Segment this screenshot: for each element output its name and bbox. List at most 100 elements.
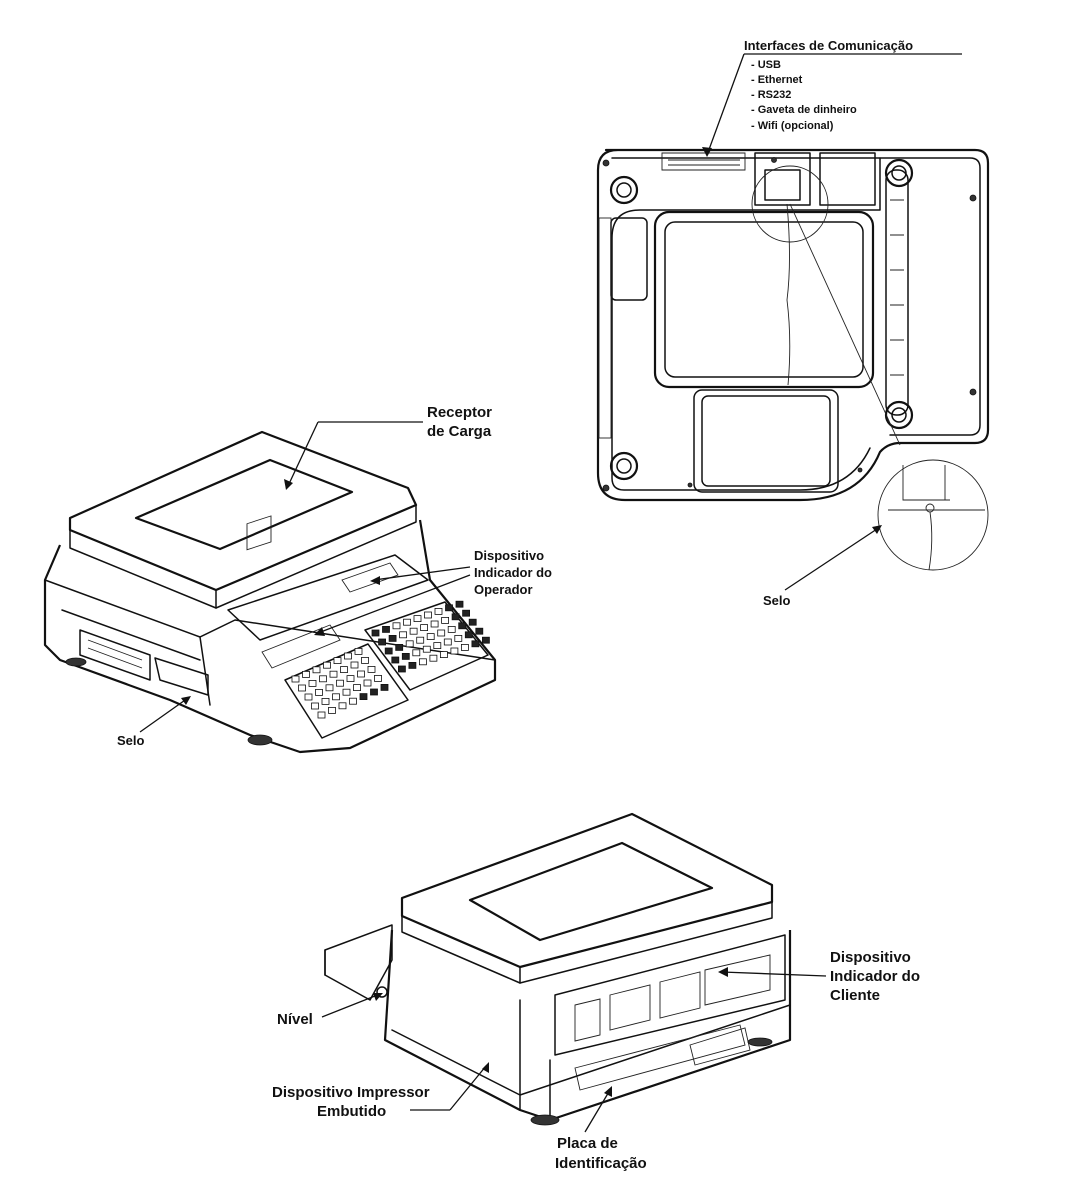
keypad-right — [364, 600, 490, 691]
keypad-key — [371, 629, 380, 637]
keypad-key — [357, 670, 365, 678]
keypad-key — [340, 666, 348, 673]
selo-front-label: Selo — [117, 733, 145, 748]
keypad-key — [418, 658, 427, 666]
keypad-key — [342, 688, 351, 696]
keypad-key — [388, 635, 397, 642]
keypad-left — [284, 643, 409, 739]
keypad-key — [455, 600, 464, 608]
keypad-key — [412, 649, 421, 657]
keypad-key — [426, 633, 435, 640]
interfaces-title: Interfaces de Comunicação — [744, 38, 913, 53]
bottom-view-drawing — [596, 148, 990, 571]
keypad-key — [462, 609, 471, 617]
keypad-key — [468, 618, 477, 626]
cliente-callout: Dispositivo Indicador do Cliente — [718, 949, 920, 1004]
selo-front-callout: Selo — [117, 696, 191, 748]
keypad-key — [333, 657, 342, 664]
keypad-key — [471, 640, 480, 648]
keypad-key — [405, 640, 414, 648]
keypad-key — [304, 693, 313, 701]
keypad-key — [315, 689, 323, 696]
keypad-key — [363, 679, 372, 687]
cliente-label-line2: Indicador do — [830, 968, 920, 985]
keypad-key — [344, 652, 352, 660]
interfaces-callout: Interfaces de Comunicação - USB - Ethern… — [702, 38, 962, 157]
keypad-key — [481, 636, 490, 644]
keypad-key — [437, 629, 446, 637]
interface-wifi: - Wifi (opcional) — [751, 120, 834, 132]
keypad-key — [329, 670, 338, 678]
operador-label-line2: Indicador do — [474, 565, 552, 580]
impressor-label-line2: Embutido — [317, 1103, 386, 1120]
keypad-key — [380, 684, 389, 691]
front-scale-drawing — [43, 430, 497, 754]
impressor-label-line1: Dispositivo Impressor — [272, 1084, 430, 1101]
cliente-label-line3: Cliente — [830, 987, 880, 1004]
interface-rs232: - RS232 — [751, 89, 791, 101]
keypad-key — [391, 656, 400, 664]
keypad-key — [323, 661, 331, 669]
keypad-key — [349, 697, 357, 705]
keypad-key — [395, 644, 404, 651]
keypad-key — [464, 631, 473, 639]
keypad-key — [361, 657, 369, 664]
interface-usb: - USB — [751, 59, 781, 71]
keypad-key — [359, 693, 368, 700]
keypad-key — [384, 647, 393, 655]
keypad-key — [403, 618, 411, 626]
keypad-key — [430, 620, 439, 628]
receptor-label-line1: Receptor — [427, 404, 492, 421]
keypad-key — [350, 661, 359, 669]
keypad-key — [298, 684, 306, 692]
selo-bottom-label: Selo — [763, 593, 791, 608]
keypad-key — [291, 675, 300, 683]
keypad-key — [354, 648, 363, 655]
keypad-key — [338, 702, 347, 710]
keypad-key — [325, 684, 334, 692]
keypad-key — [424, 611, 432, 619]
receptor-label-line2: de Carga — [427, 423, 492, 440]
keypad-key — [441, 617, 450, 624]
interface-ethernet: - Ethernet — [751, 74, 803, 86]
keypad-key — [374, 675, 382, 682]
keypad-key — [336, 679, 344, 687]
keypad-key — [420, 624, 429, 631]
placa-callout: Placa de Identificação — [555, 1086, 647, 1172]
keypad-key — [353, 684, 361, 691]
keypad-key — [308, 680, 317, 687]
keypad-key — [454, 635, 463, 642]
nivel-label: Nível — [277, 1011, 313, 1028]
keypad-key — [429, 654, 438, 662]
keypad-key — [408, 662, 417, 669]
keypad-key — [321, 698, 330, 705]
keypad-key — [397, 665, 406, 673]
keypad-key — [319, 675, 327, 683]
placa-label-line2: Identificação — [555, 1155, 647, 1172]
nivel-callout: Nível — [277, 993, 383, 1028]
keypad-key — [328, 707, 336, 714]
operador-label-line3: Operador — [474, 582, 533, 597]
keypad-key — [447, 626, 456, 633]
impressor-callout: Dispositivo Impressor Embutido — [272, 1062, 489, 1120]
keypad-key — [439, 651, 448, 658]
keypad-key — [370, 688, 378, 696]
keypad-key — [416, 636, 425, 644]
keypad-key — [367, 666, 376, 673]
keypad-key — [422, 645, 431, 653]
rear-scale-drawing — [324, 812, 792, 1126]
keypad-key — [413, 615, 422, 622]
operador-callout: Dispositivo Indicador do Operador — [314, 548, 552, 636]
keypad-key — [401, 653, 410, 660]
keypad-key — [445, 604, 453, 612]
keypad-key — [332, 693, 340, 701]
keypad-key — [392, 622, 401, 630]
placa-label-line1: Placa de — [557, 1135, 618, 1152]
keypad-key — [409, 627, 418, 635]
keypad-key — [378, 638, 387, 646]
operador-label-line1: Dispositivo — [474, 548, 544, 563]
keypad-key — [346, 675, 355, 682]
keypad-key — [443, 638, 452, 646]
keypad-key — [451, 613, 460, 621]
